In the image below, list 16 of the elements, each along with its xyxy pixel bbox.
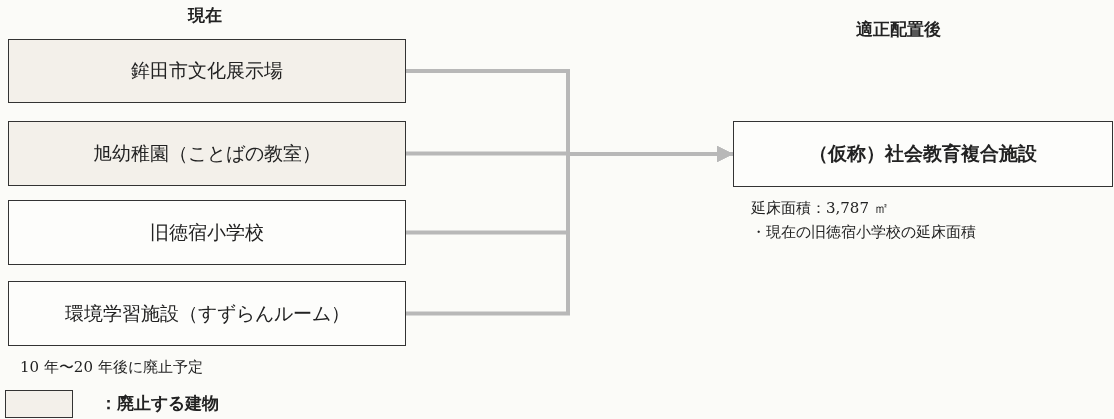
facility-name: 旭幼稚園（ことばの教室） — [93, 140, 321, 166]
note-text: ・現在の旧徳宿小学校の延床面積 — [751, 223, 976, 242]
facility-name: 旧徳宿小学校 — [150, 219, 264, 245]
facility-box — [733, 121, 1113, 187]
note-text: 延床面積：3,787 ㎡ — [751, 199, 889, 218]
facility-name: （仮称）社会教育複合施設 — [809, 141, 1037, 166]
column-heading: 適正配置後 — [856, 18, 941, 41]
legend-label: ：廃止する建物 — [100, 392, 219, 415]
column-heading: 現在 — [188, 4, 222, 27]
facility-box — [8, 281, 406, 346]
facility-name: 鉾田市文化展示場 — [131, 58, 283, 83]
facility-name: 環境学習施設（すずらんルーム） — [64, 300, 350, 326]
facility-box — [8, 200, 406, 265]
facility-box — [8, 39, 406, 103]
note-text: 10 年〜20 年後に廃止予定 — [20, 358, 203, 377]
facility-box — [8, 121, 406, 186]
